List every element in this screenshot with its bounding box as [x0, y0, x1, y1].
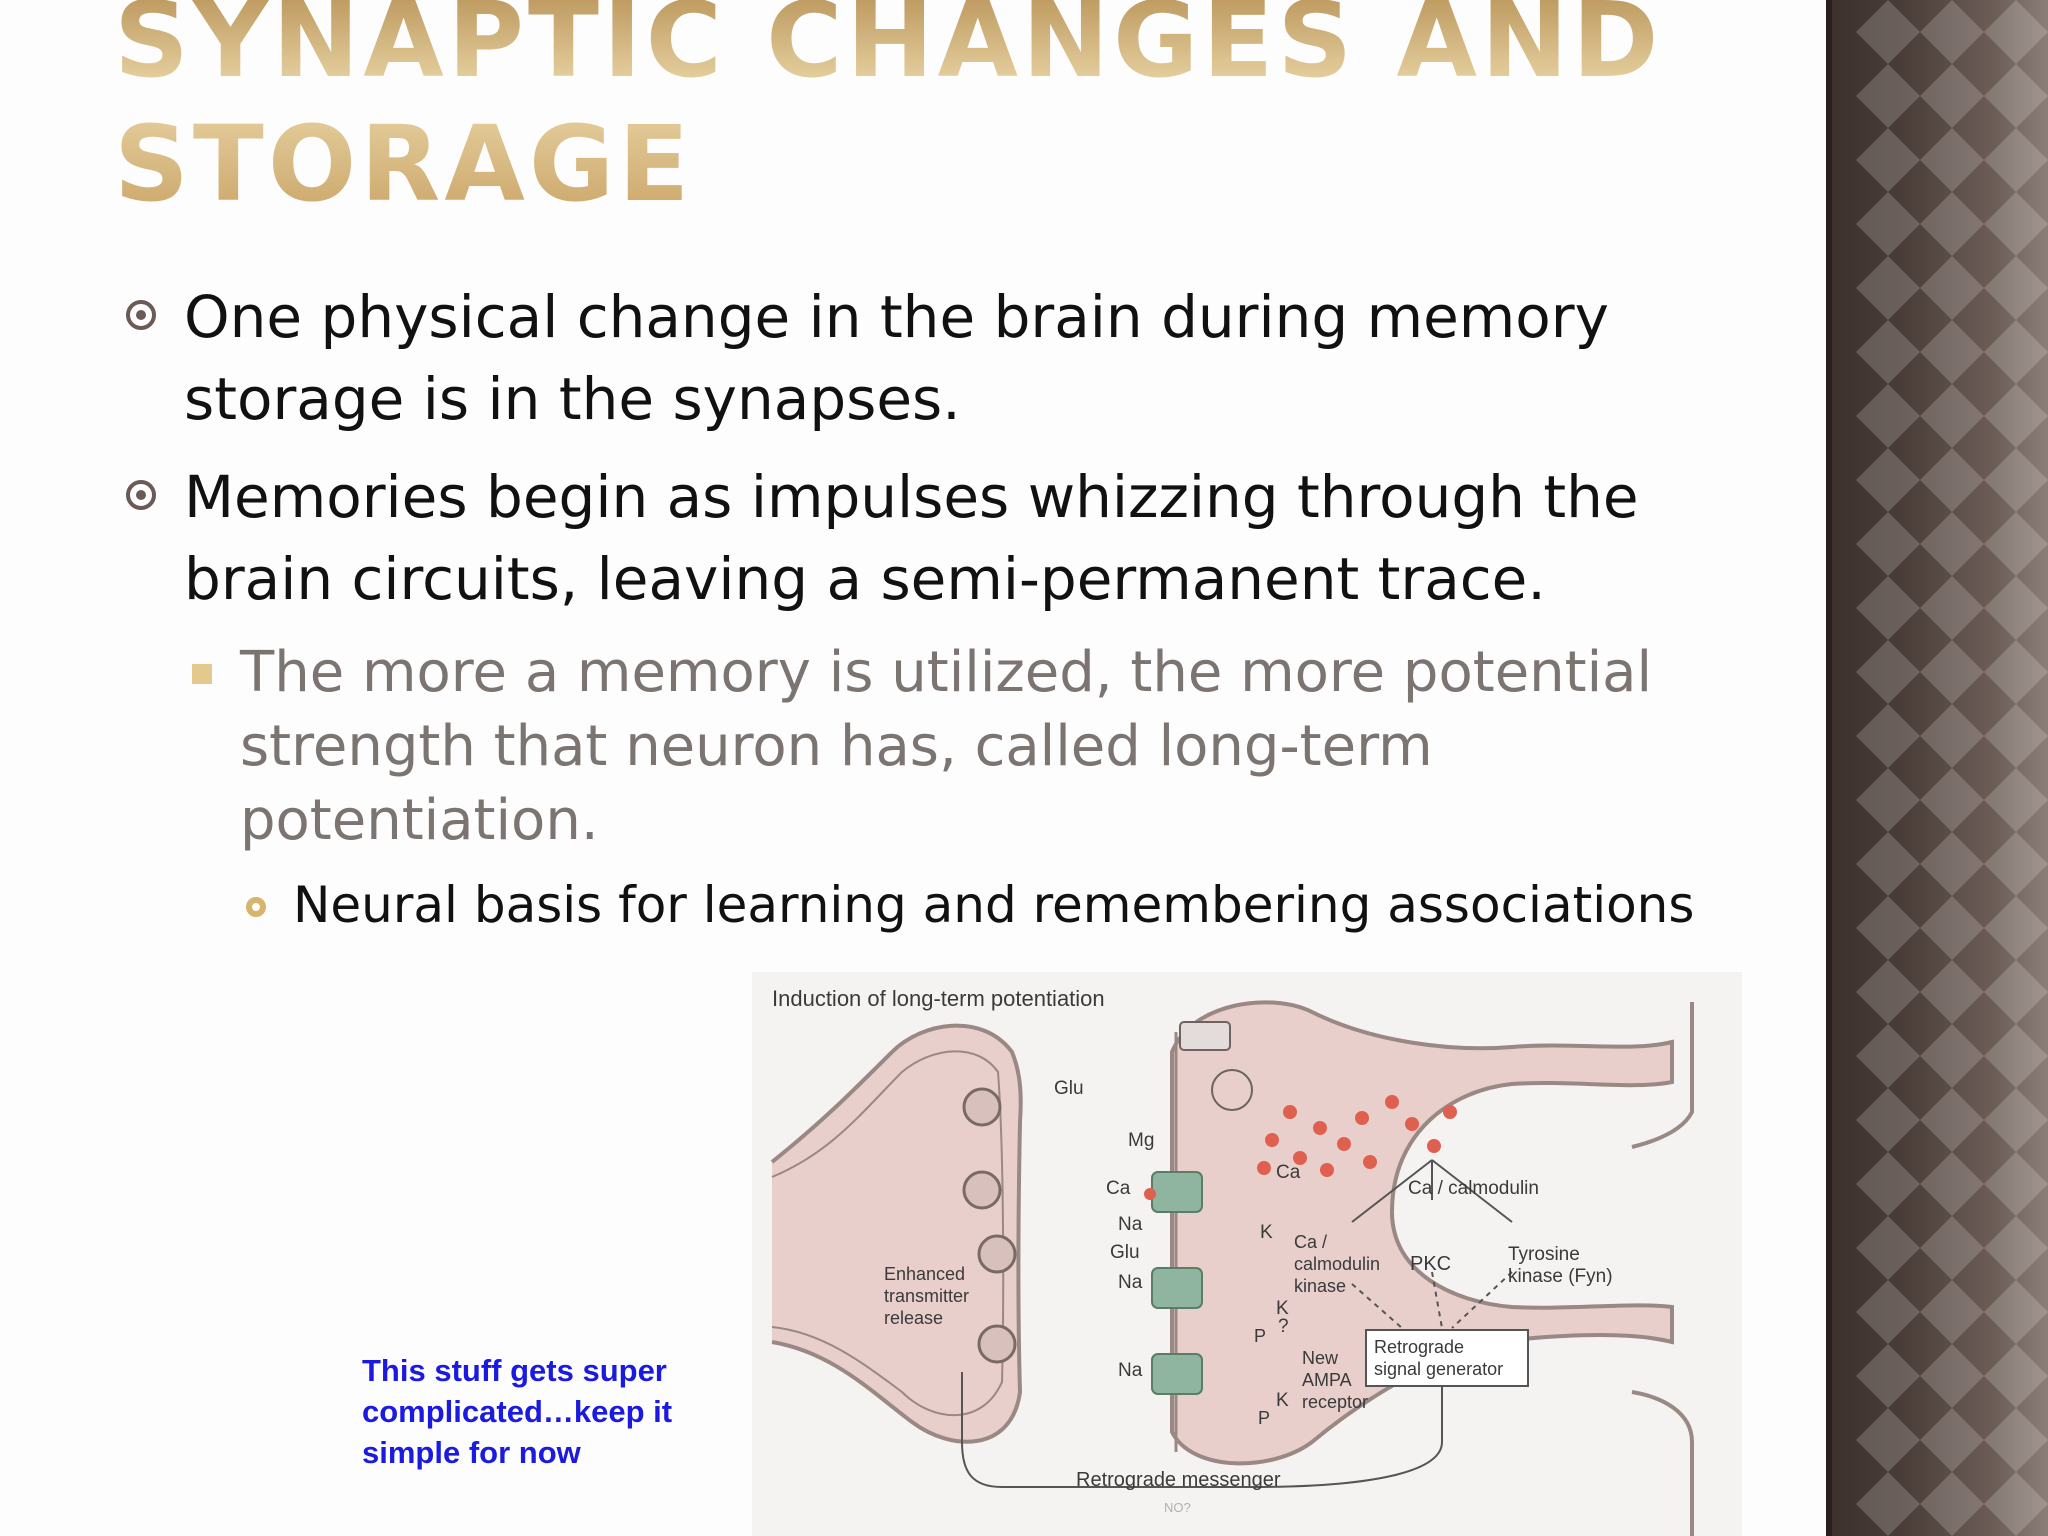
vesicle	[977, 1324, 1017, 1364]
ltp-diagram: Induction of long-term potentiation Glu …	[752, 972, 1742, 1536]
label-tyrosine-1: Tyrosine	[1508, 1244, 1580, 1265]
bullet-physical-change: One physical change in the brain during …	[126, 276, 1744, 440]
label-glu-top: Glu	[1054, 1078, 1084, 1099]
label-new-ampa-2: AMPA	[1302, 1370, 1352, 1390]
calcium-ion	[1427, 1139, 1441, 1153]
calcium-ion	[1293, 1151, 1307, 1165]
vesicle	[977, 1234, 1017, 1274]
label-p-2: P	[1258, 1408, 1270, 1428]
sub-bullet-line: The more a memory is utilized, the more …	[240, 640, 1653, 705]
label-glu-mid: Glu	[1110, 1242, 1140, 1263]
vesicle	[962, 1087, 1002, 1127]
calcium-ion	[1443, 1105, 1457, 1119]
label-question: ?	[1278, 1316, 1289, 1337]
calcium-ion	[1385, 1095, 1399, 1109]
label-na-3: Na	[1118, 1360, 1143, 1381]
presynaptic-inner	[771, 1050, 1005, 1417]
dendrite-shaft	[1631, 1002, 1694, 1149]
bullet-line: brain circuits, leaving a semi-permanent…	[184, 545, 1546, 613]
label-no: NO?	[1164, 1500, 1191, 1515]
calcium-ion	[1257, 1161, 1271, 1175]
vesicle	[962, 1170, 1002, 1210]
label-pkc: PKC	[1410, 1253, 1451, 1275]
note-line: complicated…keep it	[362, 1394, 673, 1429]
sub-bullet-line: potentiation.	[240, 788, 599, 853]
retrograde-signal-generator-box	[1365, 1329, 1529, 1387]
label-na-1: Na	[1118, 1214, 1143, 1235]
calcium-ion	[1355, 1111, 1369, 1125]
label-ca-calmodulin: Ca / calmodulin	[1408, 1178, 1539, 1199]
label-na-2: Na	[1118, 1272, 1143, 1293]
label-k-3: K	[1276, 1390, 1289, 1411]
metabotropic-receptor	[1179, 1021, 1231, 1051]
label-ca-kinase-1: Ca /	[1294, 1232, 1327, 1252]
circle-bullet-icon	[126, 480, 156, 510]
pathway-arrows	[961, 1159, 1513, 1488]
slide-title: SYNAPTIC CHANGES AND STORAGE	[114, 0, 1662, 226]
circle-bullet-icon	[126, 300, 156, 330]
new-ampa-receptor	[1151, 1353, 1203, 1395]
ltp-diagram-svg: Induction of long-term potentiation Glu …	[770, 986, 1694, 1536]
label-new-ampa-1: New	[1302, 1348, 1339, 1368]
sub-sub-bullet-text: Neural basis for learning and rememberin…	[293, 876, 1695, 934]
diamond-pattern	[1856, 0, 2048, 1536]
calcium-ion	[1265, 1133, 1279, 1147]
label-p-1: P	[1254, 1326, 1266, 1346]
side-panel-rim	[1826, 0, 1832, 1536]
calcium-ion	[1363, 1155, 1377, 1169]
presynaptic-terminal	[770, 1023, 1023, 1444]
g-protein-wheel	[1211, 1069, 1253, 1111]
label-tyrosine-2: kinase (Fyn)	[1508, 1266, 1613, 1287]
note-line: This stuff gets super	[362, 1353, 667, 1388]
label-k-2: K	[1276, 1298, 1289, 1319]
label-ca-cluster: Ca	[1276, 1162, 1301, 1183]
figure-title: Induction of long-term potentiation	[772, 986, 1105, 1011]
sub-sub-bullet-neural-basis: Neural basis for learning and rememberin…	[246, 872, 1743, 938]
ring-bullet-icon	[246, 897, 266, 917]
bullet-line: Memories begin as impulses whizzing thro…	[184, 463, 1639, 531]
nmda-receptor	[1151, 1171, 1203, 1213]
label-new-ampa-3: receptor	[1302, 1392, 1368, 1412]
label-k-1: K	[1260, 1222, 1273, 1243]
calcium-ion	[1320, 1163, 1334, 1177]
bullet-line: One physical change in the brain during …	[184, 283, 1609, 351]
note-line: simple for now	[362, 1435, 581, 1470]
calcium-ion	[1405, 1117, 1419, 1131]
postsynaptic-spine	[1170, 1000, 1674, 1466]
label-mg: Mg	[1128, 1130, 1154, 1151]
label-ca-kinase-3: kinase	[1294, 1276, 1346, 1296]
label-retrograde-gen-2: signal generator	[1374, 1359, 1503, 1379]
calcium-ion	[1144, 1188, 1156, 1200]
square-bullet-icon	[192, 664, 212, 684]
label-enhanced-2: transmitter	[884, 1286, 969, 1306]
label-ca-kinase-2: calmodulin	[1294, 1254, 1380, 1274]
label-enhanced-1: Enhanced	[884, 1264, 965, 1284]
label-ca-left: Ca	[1106, 1178, 1131, 1199]
calcium-ion	[1313, 1121, 1327, 1135]
label-enhanced-3: release	[884, 1308, 943, 1328]
ampa-receptor	[1151, 1267, 1203, 1309]
decorative-side-panel	[1826, 0, 2048, 1536]
calcium-ion	[1283, 1105, 1297, 1119]
sub-bullet-line: strength that neuron has, called long-te…	[240, 714, 1433, 779]
label-retrograde-messenger: Retrograde messenger	[1076, 1469, 1281, 1491]
dendrite-shaft-lower	[1631, 1390, 1694, 1536]
bullet-line: storage is in the synapses.	[184, 365, 961, 433]
bullet-memories-begin: Memories begin as impulses whizzing thro…	[126, 456, 1744, 620]
label-retrograde-gen-1: Retrograde	[1374, 1337, 1464, 1357]
sub-bullet-potentiation: The more a memory is utilized, the more …	[192, 636, 1740, 858]
calcium-ion	[1337, 1137, 1351, 1151]
presenter-note: This stuff gets super complicated…keep i…	[362, 1350, 722, 1473]
